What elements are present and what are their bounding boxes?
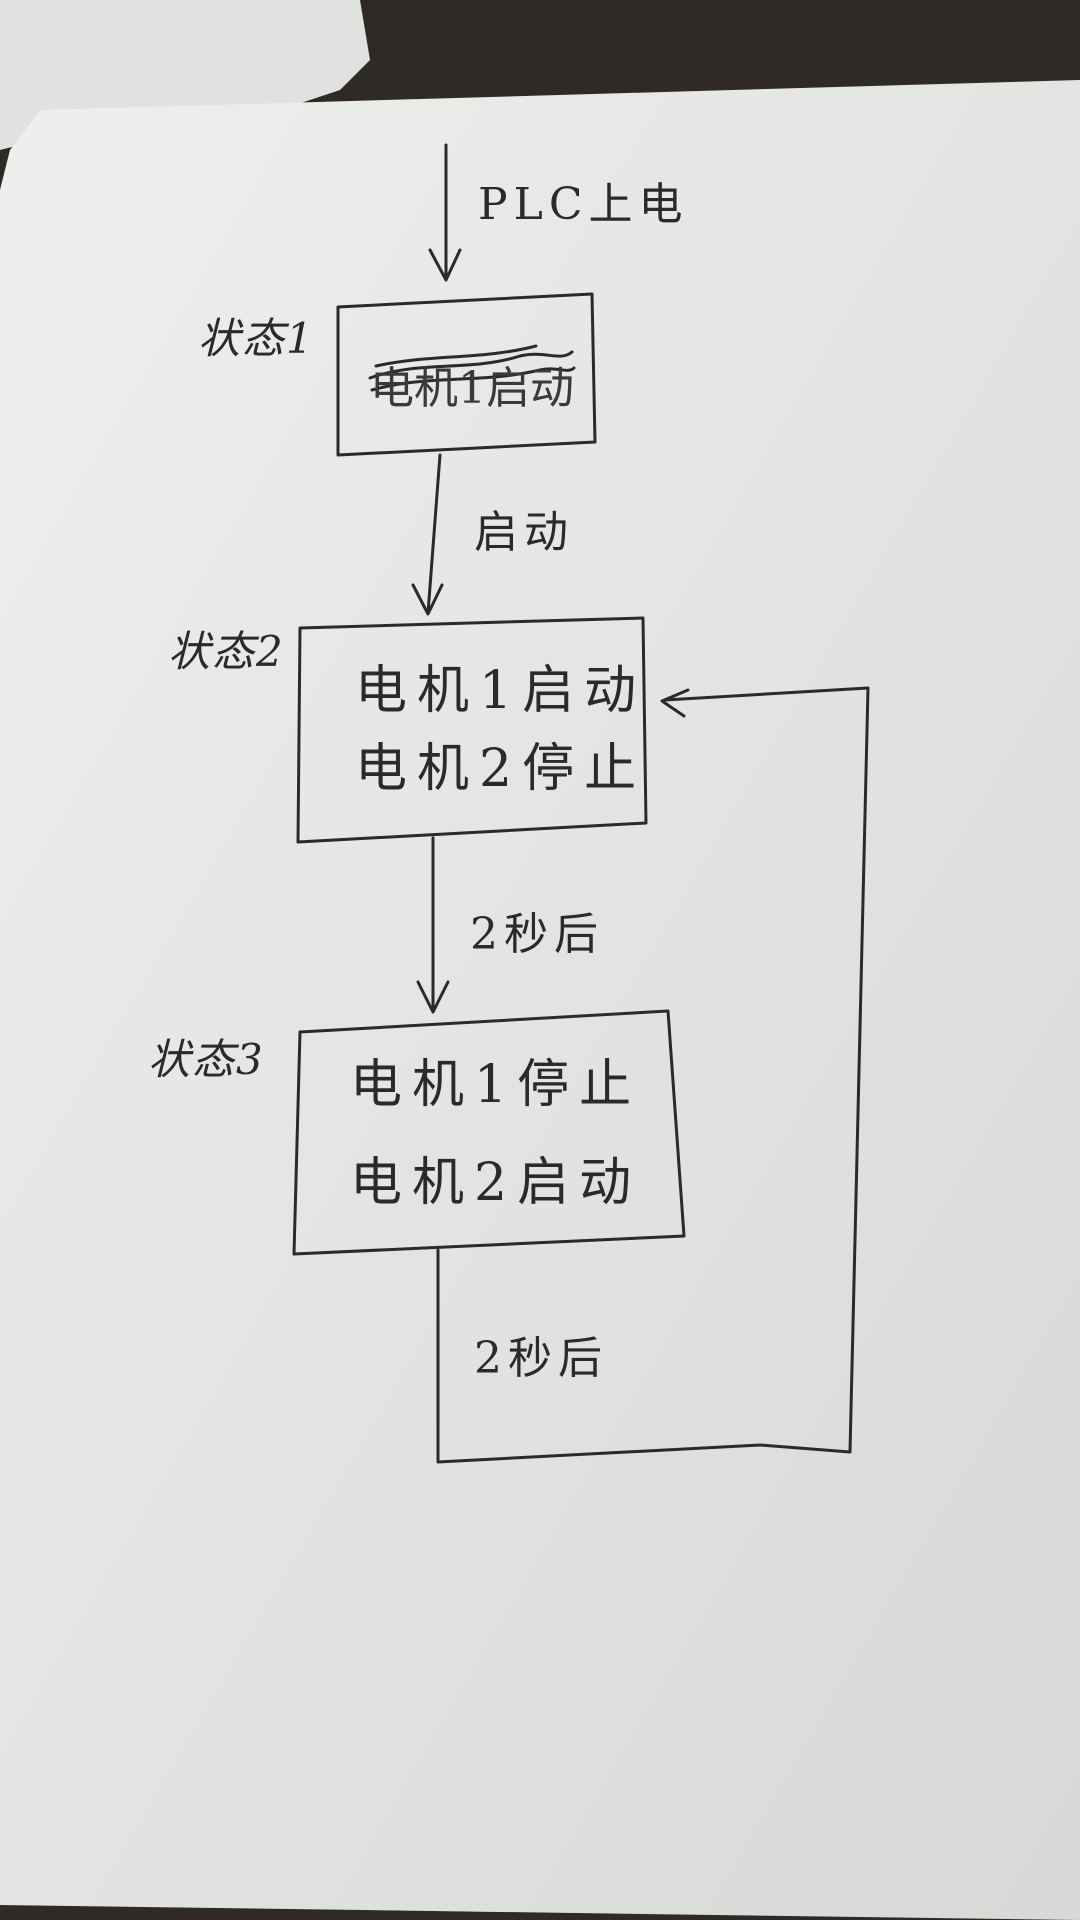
transition-1-2-label: 启动 [474,496,574,560]
state1-struck-text: 电机1启动 [370,352,574,416]
state1-label: 状态1 [198,305,315,366]
state3-label: 状态3 [148,1026,265,1087]
transition-3-2-label: 2秒后 [474,1322,608,1386]
state2-line-2: 电机2停止 [355,726,646,801]
state2-line-1: 电机1启动 [355,648,646,723]
entry-label: PLC上电 [478,168,689,232]
state3-line-1: 电机1停止 [350,1042,641,1117]
state3-line-2: 电机2启动 [350,1140,641,1215]
transition-2-3-label: 2秒后 [470,898,604,962]
state2-label: 状态2 [168,618,285,679]
